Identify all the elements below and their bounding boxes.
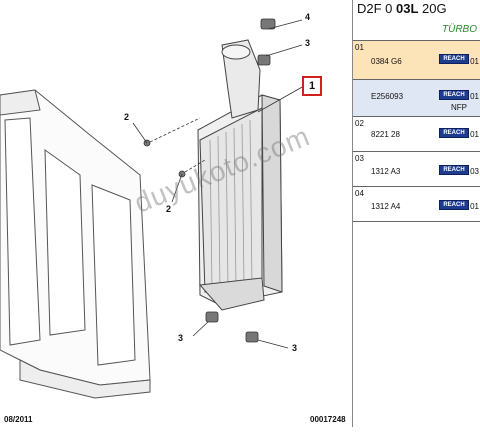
part-number: E256093 [371,92,404,101]
intercooler [197,39,283,311]
row-quantity: 01 [470,202,479,211]
radiator-frame [0,89,151,399]
callout-2-upper: 2 [124,112,130,122]
parts-row-01-alt[interactable]: E256093 REACH 01 NFP [353,79,480,116]
part-number: 1312 A4 [371,202,401,211]
reach-badge: REACH [439,128,469,138]
callout-4: 4 [305,12,311,22]
header-suffix: 20G [418,1,447,16]
callout-1-selected[interactable]: 1 [302,76,322,96]
reach-badge: REACH [439,165,469,175]
row-quantity: 01 [470,92,479,101]
header-code: 03L [396,1,419,16]
row-quantity: 01 [470,130,479,139]
header-prefix: D2F 0 [357,1,397,16]
header-subtitle: TÜRBO [442,24,477,35]
intercooler-illustration [0,18,305,399]
callout-3-top: 3 [305,38,311,48]
row-index: 02 [355,119,364,128]
callout-3-bottom-right: 3 [292,343,298,353]
callout-3-bottom-left: 3 [178,333,184,343]
panel-header: D2F 0 03L 20G [357,1,447,16]
parts-row-04[interactable]: 04 1312 A4 REACH 01 [353,186,480,222]
reach-badge: REACH [439,200,469,210]
row-quantity: 01 [470,57,479,66]
row-index: 04 [355,189,364,198]
leader-lines [132,19,305,349]
row-index: 01 [355,43,364,52]
callout-2-lower: 2 [166,204,172,214]
row-note: NFP [451,103,467,112]
reach-badge: REACH [439,54,469,64]
parts-row-03[interactable]: 03 1312 A3 REACH 03 [353,151,480,186]
parts-diagram: 4 3 1 2 2 3 3 duyukoto.com 08/2011 00017… [0,12,346,424]
part-number: 8221 28 [371,130,400,139]
footer-date: 08/2011 [4,415,33,424]
row-quantity: 03 [470,167,479,176]
part-number: 0384 G6 [371,57,402,66]
parts-list-panel: D2F 0 03L 20G TÜRBO 01 0384 G6 REACH 01 … [352,0,480,427]
row-index: 03 [355,154,364,163]
footer-doc-number: 00017248 [310,415,346,424]
fasteners [143,18,276,343]
parts-row-02[interactable]: 02 8221 28 REACH 01 [353,116,480,151]
parts-row-01[interactable]: 01 0384 G6 REACH 01 [353,40,480,79]
reach-badge: REACH [439,90,469,100]
part-number: 1312 A3 [371,167,401,176]
